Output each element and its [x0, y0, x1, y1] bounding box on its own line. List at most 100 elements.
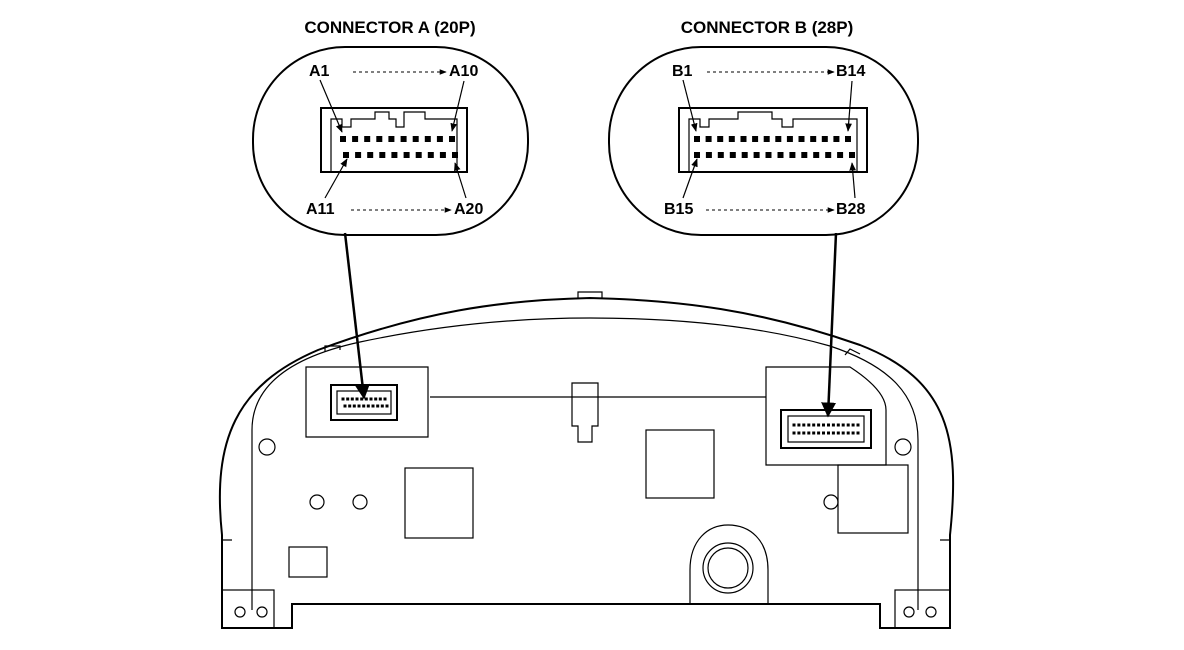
- connector-a-bottom-pin-9: [439, 152, 446, 158]
- connector-b-callout-bubble: [608, 46, 919, 236]
- connector-a-top-pin-10: [449, 136, 455, 142]
- connector-a-leader-a1: [319, 79, 343, 133]
- connector-b-bottom-pin-9: [789, 152, 796, 158]
- connector-b-socket-bottom-pin-11: [841, 431, 845, 435]
- connector-a-socket-bottom-pin-6: [366, 404, 370, 408]
- connector-b-bottom-pin-7: [765, 152, 772, 158]
- connector-b-socket-bottom-pin-4: [807, 431, 811, 435]
- rear-hole-3: [823, 494, 839, 510]
- connector-a-top-pin-6: [400, 136, 407, 142]
- connector-b-label-bottom-right: B28: [836, 201, 865, 218]
- connector-a-socket-top-pin-7: [369, 397, 373, 401]
- connector-a-top-pin-1: [340, 136, 346, 142]
- connector-b-socket-bottom-pin-9: [831, 431, 835, 435]
- connector-a-top-pin-9: [436, 136, 443, 142]
- cluster-right-mount-tab: [894, 589, 951, 629]
- bulb-socket-ring: [702, 542, 754, 594]
- connector-b-top-pin-8: [775, 136, 782, 142]
- connector-a-bottom-pin-4: [379, 152, 386, 158]
- connector-a-socket-bottom-pin-3: [352, 404, 356, 408]
- connector-a-bottom-pin-5: [391, 152, 398, 158]
- connector-a-title: CONNECTOR A (20P): [304, 18, 475, 37]
- connector-a-top-pin-7: [412, 136, 419, 142]
- connector-b-top-pin-12: [821, 136, 828, 142]
- connector-a-callout-bubble: [252, 46, 529, 236]
- connector-b-bottom-pin-6: [753, 152, 760, 158]
- connector-b-socket-bottom-pin-2: [797, 431, 801, 435]
- connector-b-detail: CONNECTOR B (28P) B1 B14 B15 B28: [608, 18, 919, 236]
- connector-a-socket-top-pin-9: [378, 397, 382, 401]
- connector-a-detail: CONNECTOR A (20P) A1 A10 A11 A20: [252, 18, 529, 236]
- connector-a-bottom-pin-8: [427, 152, 434, 158]
- connector-b-top-pin-1: [694, 136, 700, 142]
- instrument-cluster-rear: [218, 291, 955, 629]
- connector-a-top-pin-8: [424, 136, 431, 142]
- connector-a-leader-a11: [324, 158, 348, 199]
- connector-a-label-bottom-right: A20: [454, 201, 483, 218]
- connector-a-label-top-right: A10: [449, 63, 478, 80]
- connector-a-top-pin-3: [364, 136, 371, 142]
- connector-b-socket-bottom-pin-10: [836, 431, 840, 435]
- connector-a-socket-top-pin-6: [364, 397, 368, 401]
- connector-a-socket-bottom-pin-2: [348, 404, 352, 408]
- connector-b-inner-outline: [688, 111, 858, 172]
- connector-b-pocket: [765, 366, 887, 466]
- connector-b-socket-bottom-pin-13: [851, 431, 855, 435]
- cluster-outer-housing: [218, 296, 955, 629]
- connector-a-socket-top-pin-8: [374, 397, 378, 401]
- connector-a-pin-row-bottom: [343, 152, 458, 158]
- cluster-right-clip: [844, 348, 861, 356]
- cluster-left-mount-tab: [221, 589, 275, 629]
- connector-b-leader-b1: [682, 79, 698, 132]
- connector-b-top-pin-9: [786, 136, 793, 142]
- connector-a-socket-top-pin-10: [383, 397, 387, 401]
- connector-b-pin-row-top: [694, 136, 851, 142]
- connector-b-socket-top-pin-12: [846, 423, 850, 427]
- connector-b-socket-top-pin-6: [817, 423, 821, 427]
- connector-b-bottom-pin-13: [837, 152, 844, 158]
- connector-a-socket-bottom-pin-4: [357, 404, 361, 408]
- rear-square-left: [404, 467, 474, 539]
- connector-b-leader-b28: [849, 162, 856, 199]
- connector-b-top-pin-6: [752, 136, 759, 142]
- connector-b-top-pin-2: [705, 136, 712, 142]
- connector-b-bottom-pin-5: [741, 152, 748, 158]
- connector-b-socket-bottom-pin-6: [817, 431, 821, 435]
- connector-b-top-pin-14: [845, 136, 851, 142]
- connector-b-leader-b14: [845, 80, 853, 132]
- connector-b-top-pin-10: [798, 136, 805, 142]
- left-mount-hole-1: [234, 606, 246, 618]
- connector-a-socket-bottom-pin-7: [371, 404, 375, 408]
- connector-a-bottom-pin-1: [343, 152, 349, 158]
- connector-a-socket-pins: [341, 397, 389, 408]
- connector-a-leader-a10: [450, 80, 465, 132]
- connector-a-top-pin-2: [352, 136, 359, 142]
- bulb-socket-inner: [707, 547, 749, 589]
- connector-a-socket-top-pin-2: [346, 397, 350, 401]
- rear-square-right: [837, 464, 909, 534]
- rear-hole-2: [352, 494, 368, 510]
- right-mount-hole-2: [925, 606, 937, 618]
- rear-hole-1: [309, 494, 325, 510]
- connector-b-socket-inner: [787, 415, 865, 443]
- connector-b-socket-bottom-pin-7: [822, 431, 825, 435]
- connector-b-socket-top-pin-13: [851, 423, 855, 427]
- connector-b-socket-pins: [792, 423, 860, 435]
- connector-b-label-top-left: B1: [672, 63, 693, 80]
- connector-b-top-pin-7: [763, 136, 770, 142]
- connector-b-socket-bottom-pin-5: [812, 431, 816, 435]
- connector-b-socket-top-pin-1: [792, 423, 796, 427]
- connector-b-bottom-pin-12: [825, 152, 832, 158]
- connector-a-bottom-pin-6: [403, 152, 410, 158]
- connector-b-top-pin-11: [810, 136, 817, 142]
- rear-square-center: [645, 429, 715, 499]
- connector-b-socket-top-pin-10: [836, 423, 840, 427]
- connector-a-socket-bottom-pin-1: [343, 404, 347, 408]
- connector-b-label-bottom-left: B15: [664, 201, 693, 218]
- connector-b-title: CONNECTOR B (28P): [681, 18, 854, 37]
- connector-b-bottom-pin-10: [801, 152, 808, 158]
- connector-a-location-arrow: [343, 232, 370, 400]
- connector-b-socket-top-pin-7: [822, 423, 825, 427]
- connector-b-socket-bottom-pin-14: [856, 431, 860, 435]
- connector-b-label-top-right: B14: [836, 63, 865, 80]
